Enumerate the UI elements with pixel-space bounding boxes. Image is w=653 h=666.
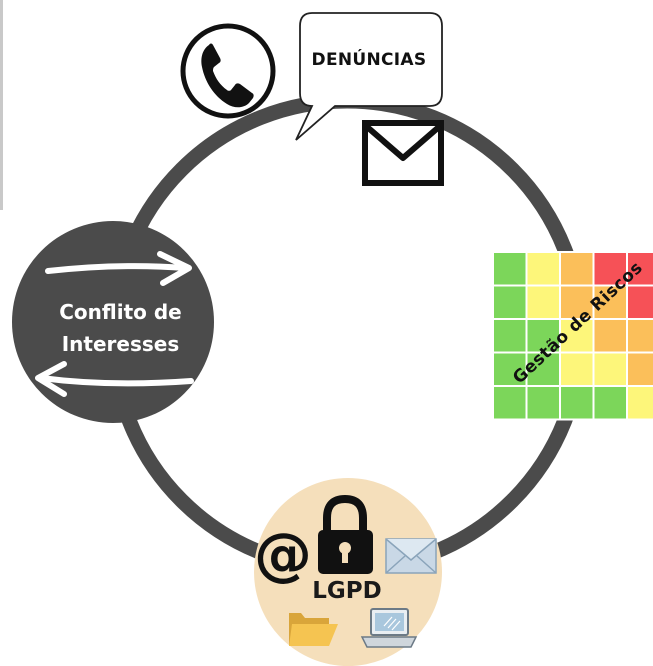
lgpd-label: LGPD xyxy=(312,578,382,604)
envelope-icon xyxy=(362,120,444,186)
conflict-label-line-1: Conflito de xyxy=(59,300,182,324)
folder-icon xyxy=(289,613,338,646)
denuncias-label: DENÚNCIAS xyxy=(311,50,427,70)
risk-cell xyxy=(559,385,595,421)
at-sign-icon: @ xyxy=(254,520,312,588)
arrow-right-icon xyxy=(45,251,192,286)
risk-cell xyxy=(592,284,628,320)
risk-cell xyxy=(559,351,595,387)
risk-cell xyxy=(626,318,653,354)
risk-cell xyxy=(626,385,653,421)
conflict-label: Conflito de Interesses xyxy=(28,296,213,360)
mail-envelope-icon xyxy=(385,538,437,574)
risk-cell xyxy=(492,318,528,354)
risk-cell xyxy=(492,385,528,421)
risk-cell xyxy=(592,351,628,387)
risk-matrix xyxy=(492,251,653,421)
risk-cell xyxy=(492,284,528,320)
phone-icon xyxy=(180,23,276,119)
arrow-left-icon xyxy=(35,361,194,397)
risk-cell xyxy=(559,284,595,320)
risk-cell xyxy=(626,351,653,387)
left-divider xyxy=(0,0,3,210)
risk-cell xyxy=(559,251,595,287)
risk-cell xyxy=(592,318,628,354)
laptop-icon xyxy=(360,608,418,648)
speech-bubble-icon xyxy=(295,12,443,141)
risk-cell xyxy=(492,251,528,287)
risk-cell xyxy=(525,351,561,387)
risk-cell xyxy=(592,385,628,421)
conflict-label-line-2: Interesses xyxy=(61,332,180,356)
risk-cell xyxy=(525,284,561,320)
risk-cell xyxy=(525,251,561,287)
risk-cell xyxy=(525,385,561,421)
padlock-icon xyxy=(318,494,373,574)
risk-cell xyxy=(626,284,653,320)
